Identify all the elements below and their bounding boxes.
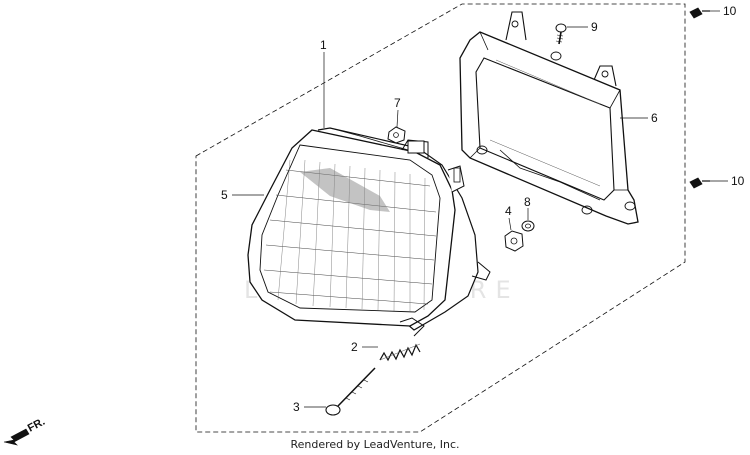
rendered-by-footer: Rendered by LeadVenture, Inc. xyxy=(290,438,460,451)
callout-1: 1 xyxy=(320,38,327,52)
washer-8 xyxy=(521,220,535,232)
arrow-icon xyxy=(3,428,30,446)
spring-2 xyxy=(379,343,421,362)
leader-7 xyxy=(396,109,399,128)
callout-7: 7 xyxy=(394,96,401,110)
adjusting-screw-3 xyxy=(325,367,376,416)
nut-7 xyxy=(387,126,406,144)
callout-6: 6 xyxy=(651,111,658,125)
nut-4 xyxy=(504,230,524,252)
screw-9 xyxy=(555,23,567,45)
callout-2: 2 xyxy=(351,340,358,354)
callout-4: 4 xyxy=(505,204,512,218)
callout-3: 3 xyxy=(293,400,300,414)
callout-8: 8 xyxy=(524,195,531,209)
callout-5: 5 xyxy=(221,188,228,202)
leader-4 xyxy=(508,217,512,231)
callout-10-lower: 10 xyxy=(731,174,745,188)
callout-9: 9 xyxy=(591,20,598,34)
screw-10-upper xyxy=(689,7,710,19)
headlight-mounting-frame xyxy=(459,11,639,225)
headlight-unit xyxy=(247,127,491,337)
callout-10-upper: 10 xyxy=(723,4,737,18)
screw-10-lower xyxy=(689,177,710,189)
assembly-boundary xyxy=(195,3,686,433)
front-direction-label: FR. xyxy=(26,416,47,435)
leader-lines xyxy=(232,10,728,408)
